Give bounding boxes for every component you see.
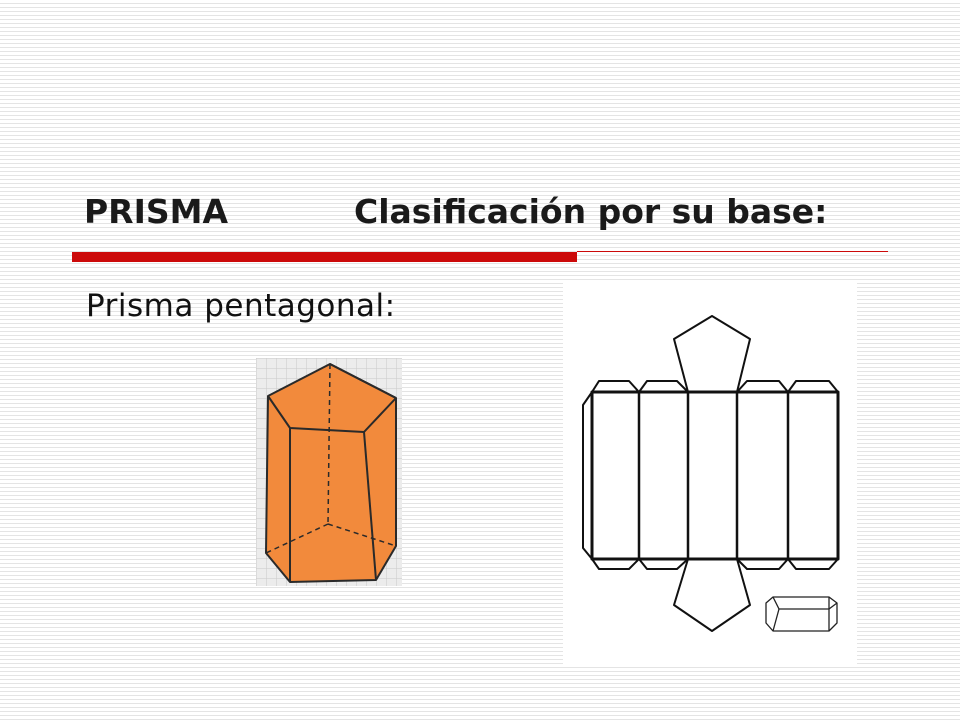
slide-title-classification: Clasificación por su base: [354, 192, 828, 231]
pentagonal-prism-icon [256, 358, 402, 586]
title-underline-thick [72, 252, 577, 262]
slide-subtitle: Prisma pentagonal: [86, 288, 396, 324]
pentagonal-prism-net-icon [582, 315, 840, 632]
pentagonal-prism-net-figure [563, 281, 857, 665]
pentagonal-prism-figure [256, 358, 402, 586]
slide-title-prisma: PRISMA [84, 192, 229, 231]
title-underline-thin [577, 251, 888, 252]
